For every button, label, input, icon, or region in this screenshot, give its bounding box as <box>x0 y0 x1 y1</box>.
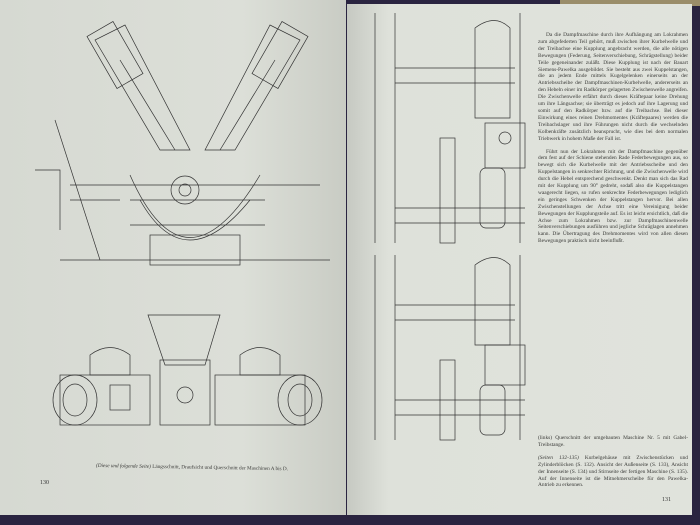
caption-1: (links) Querschnitt der umgebauten Masch… <box>538 435 688 448</box>
paragraph: Führt nun der Lokrahmen mit der Dampfmas… <box>538 148 688 245</box>
page-number: 131 <box>662 497 671 503</box>
figure-caption: (links) Querschnitt der umgebauten Masch… <box>538 435 688 495</box>
page-number: 130 <box>40 480 49 486</box>
locomotive-cross-section-drawing-bottom <box>374 255 526 441</box>
background-surface <box>560 0 700 6</box>
v-engine-cross-section-drawing <box>35 21 330 266</box>
caption-2-italic: (Seiten 132-135) <box>538 454 579 461</box>
engine-plan-view-drawing <box>52 314 323 426</box>
paragraph: Da die Dampfmaschine durch ihre Aufhängu… <box>538 32 688 142</box>
left-page: (Diese und folgende Seite) Längsschnitt,… <box>0 0 346 515</box>
caption-2: Kurbelgehäuse mit Zwischenstücken und Zy… <box>538 454 688 489</box>
caption-italic: (Diese und folgende Seite) <box>95 462 151 470</box>
figure-caption: (Diese und folgende Seite) Längsschnitt,… <box>96 463 336 474</box>
caption-text: Längsschnitt, Draufsicht und Querschnitt… <box>152 463 288 473</box>
right-page <box>347 4 692 515</box>
locomotive-cross-section-drawing-top <box>374 13 526 244</box>
body-text: Da die Dampfmaschine durch ihre Aufhängu… <box>538 32 688 251</box>
